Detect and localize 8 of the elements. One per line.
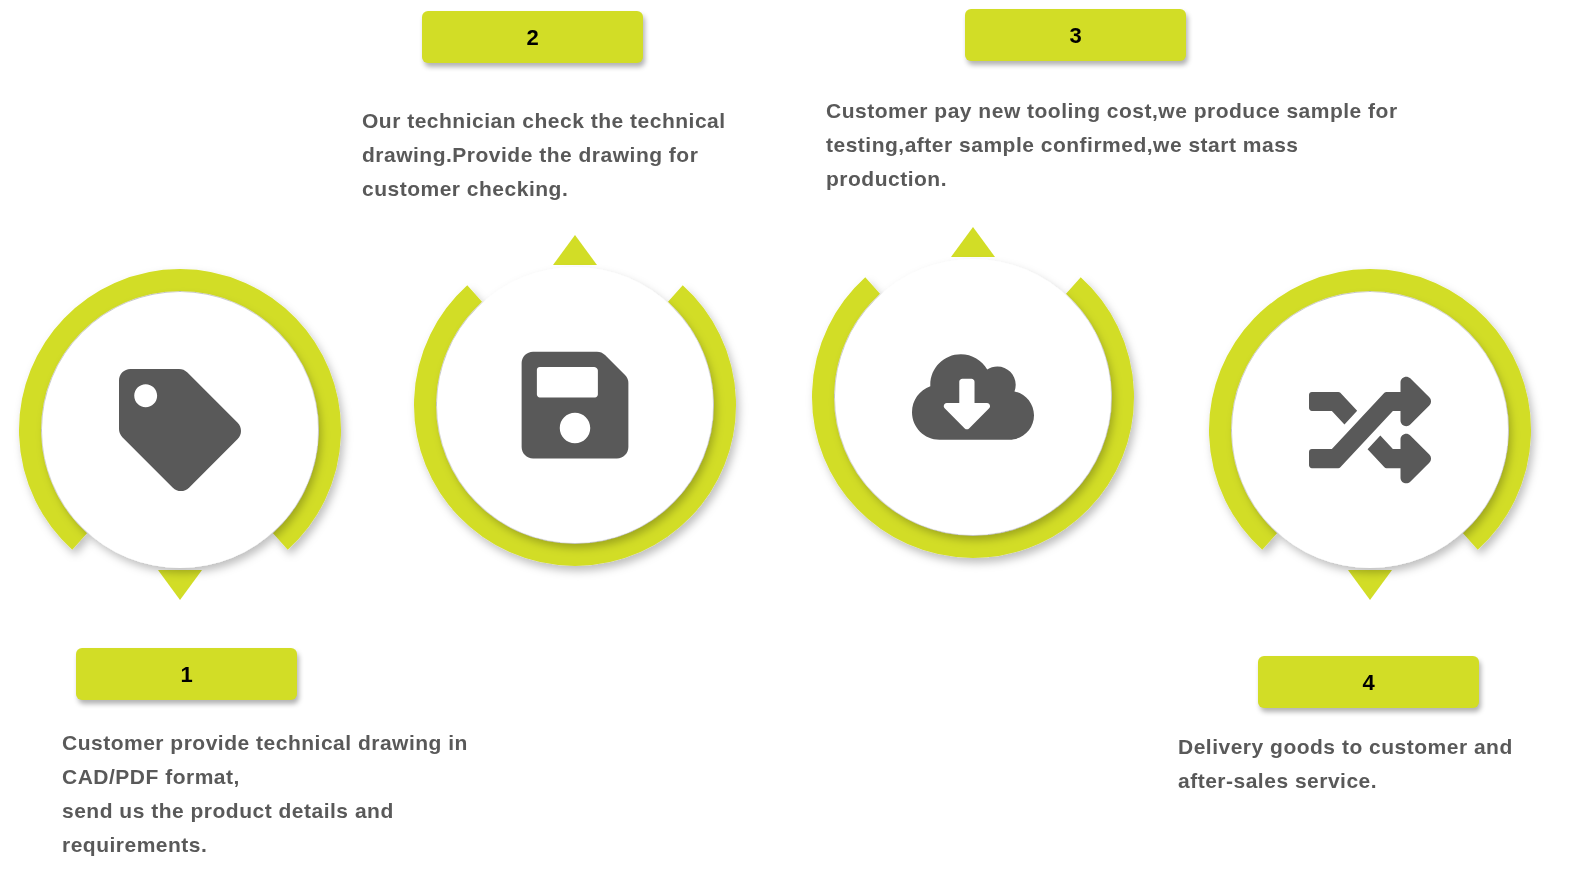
step-description: Delivery goods to customer and after-sales service. <box>1178 734 1514 794</box>
step-description: Customer pay new tooling cost,we produce sample for testing,after sample confirmed,we start mass production. <box>826 98 1399 192</box>
step-number-badge: 4 <box>1258 656 1479 708</box>
step-number-badge: 2 <box>422 11 643 63</box>
step-number-badge: 3 <box>965 9 1186 61</box>
step-description: Our technician check the technical drawing.Provide the drawing for customer checking. <box>362 108 727 202</box>
step-description: send us the product details and requirements. <box>62 798 395 858</box>
step-number-badge: 1 <box>76 648 297 700</box>
